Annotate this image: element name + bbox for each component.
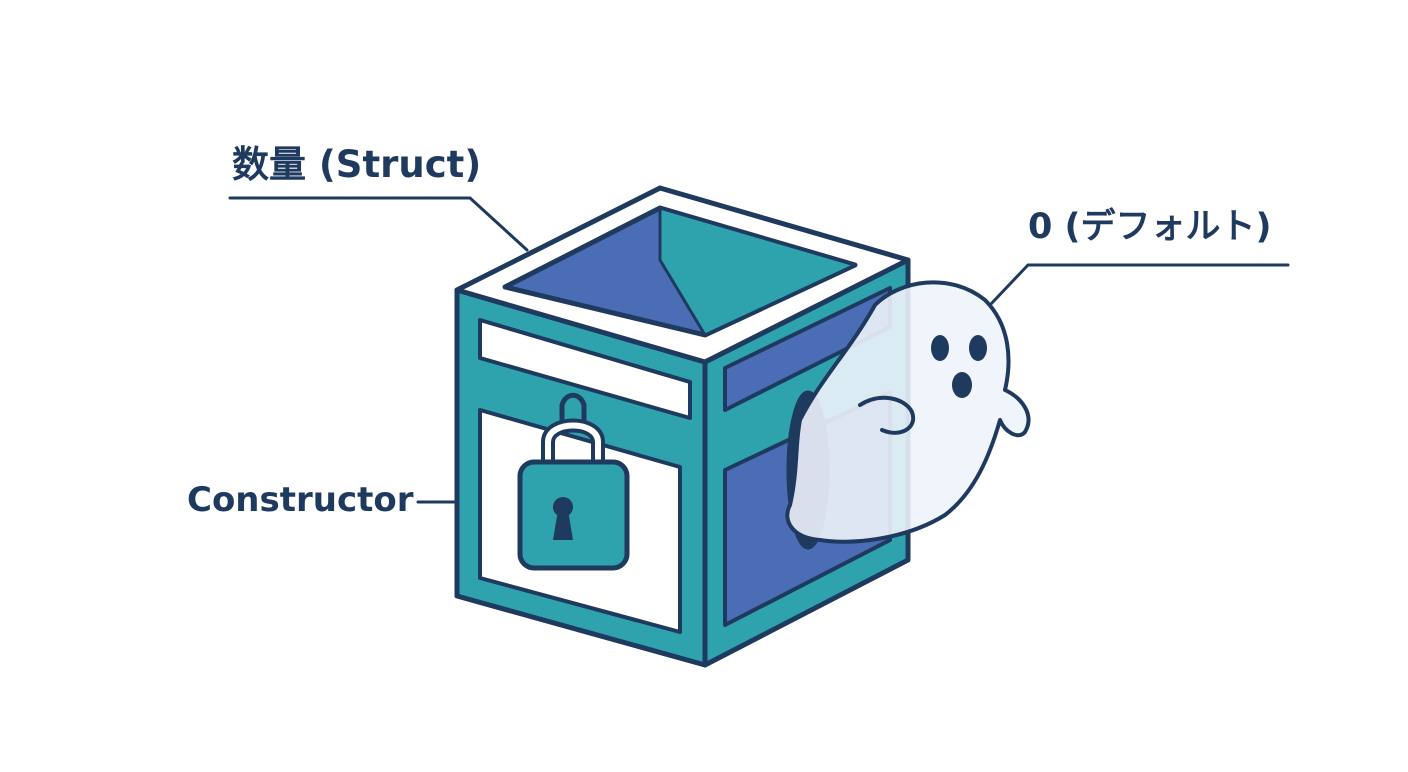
ghost-icon bbox=[785, 280, 1031, 544]
padlock-icon bbox=[517, 392, 630, 571]
constructor-label: Constructor bbox=[187, 480, 414, 520]
struct-label: 数量 (Struct) bbox=[232, 143, 482, 186]
struct-leader-line bbox=[228, 196, 529, 252]
padlock-keyhole-slot bbox=[553, 510, 573, 540]
ghost-mouth bbox=[952, 372, 972, 398]
front-band-panel bbox=[478, 318, 692, 420]
default-leader-line bbox=[988, 263, 1290, 307]
padlock-shackle-inner bbox=[545, 422, 601, 479]
ghost-body bbox=[785, 280, 1031, 544]
box-interior-wall bbox=[658, 206, 857, 337]
ghost-arm bbox=[858, 395, 916, 435]
default-value-label: 0 (デフォルト) bbox=[1028, 207, 1272, 247]
ghost-left-eye bbox=[931, 335, 949, 361]
padlock-body bbox=[517, 459, 630, 571]
ghost-right-eye bbox=[969, 335, 987, 361]
